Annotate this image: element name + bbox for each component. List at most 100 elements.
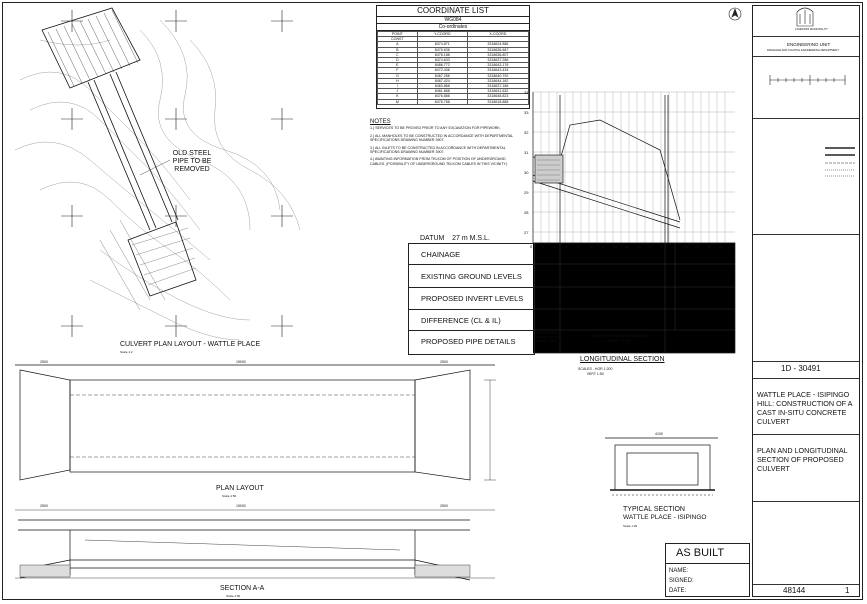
row-invert: PROPOSED INVERT LEVELS xyxy=(409,288,534,310)
notes-heading: NOTES xyxy=(370,119,391,125)
plan-scale: Scale 1:2 xyxy=(120,350,133,354)
long-section-scales: SCALES - HOR 1:200 VERT 1:50 xyxy=(578,367,613,376)
revision-number: 1 xyxy=(845,586,850,595)
chainage-tick-label: 28 xyxy=(695,244,700,249)
elevation-tick-label: 27 xyxy=(524,230,529,235)
chainage-tick-label: 8 xyxy=(577,244,580,249)
elevation-tick-label: 29 xyxy=(524,190,529,195)
coordinate-cell: 3318643.176 xyxy=(466,62,530,69)
as-built-stamp: AS BUILT NAME: SIGNED: DATE: xyxy=(665,543,750,597)
plan-layout-lines xyxy=(15,364,496,481)
project-title: WATTLE PLACE - ISIPINGO HILL: CONSTRUCTI… xyxy=(757,390,853,426)
typical-section-scale: Scale 1:20 xyxy=(623,524,638,528)
section-dim-mid: 15000 xyxy=(236,504,246,508)
row-invert-label: PROPOSED INVERT LEVELS xyxy=(421,294,524,303)
note-item: 2.) ALL MANHOLES TO BE CONSTRUCTED IN AC… xyxy=(370,133,514,143)
chainage-tick-label: 10 xyxy=(589,244,594,249)
engineering-unit: ENGINEERING UNIT xyxy=(787,42,831,47)
coordinate-cell: 3318648.823 xyxy=(466,93,530,100)
chainage-tick-label: 32 xyxy=(718,244,724,249)
section-dim-left: 2500 xyxy=(40,504,48,508)
chainage-tick-label: 12 xyxy=(600,244,606,249)
long-section-title: LONGITUDINAL SECTION xyxy=(580,356,665,363)
hatch-top xyxy=(47,9,139,87)
row-difference-label: DIFFERENCE (CL & IL) xyxy=(421,316,501,325)
coordinate-system: WG084 xyxy=(377,17,529,24)
drawing-title: PLAN AND LONGITUDINAL SECTION OF PROPOSE… xyxy=(757,446,848,473)
row-pipe-details: PROPOSED PIPE DETAILS xyxy=(409,331,534,353)
tb-div-7 xyxy=(753,434,859,435)
legend-lines xyxy=(825,147,855,177)
chainage-tick-label: 22 xyxy=(659,244,665,249)
note-item: 1.) SERVICES TO BE PROVED PRIOR TO ANY E… xyxy=(370,126,501,131)
chainage-tick-label: 0 xyxy=(530,244,533,249)
coordinate-cell: 3318624.886 xyxy=(466,41,530,48)
coordinate-cell: 3318637.186 xyxy=(466,83,530,90)
coordinate-cell: M xyxy=(377,98,418,105)
drawing-number: 48144 xyxy=(783,586,806,595)
coordinate-cell: 3318618.888 xyxy=(466,98,530,105)
elevation-tick-label: 32 xyxy=(524,130,529,135)
elevation-tick-label: 31 xyxy=(524,150,529,155)
tb-div-1 xyxy=(753,36,859,37)
pipe-detail-a: 600mm Ø 3800 CLASS 1 BITUMEN GRADE : 1:1… xyxy=(536,331,563,343)
elevation-tick-label: 33 xyxy=(524,110,529,115)
coordinate-list-title: COORDINATE LIST xyxy=(377,6,529,17)
culvert-plan xyxy=(41,7,197,297)
coordinate-cell: 8476.768 xyxy=(416,98,468,105)
chainage-tick-label: 14 xyxy=(612,244,618,249)
plan-layout-scale: Scale 1:50 xyxy=(222,494,237,498)
as-built-signed: SIGNED: xyxy=(669,578,694,584)
plan-layout-dim-left: 2500 xyxy=(40,360,48,364)
tb-div-9 xyxy=(753,584,859,585)
chainage-tick-label: 24 xyxy=(671,244,677,249)
tb-div-6 xyxy=(753,378,859,379)
coordinate-subtitle: Co-ordinates xyxy=(377,24,529,31)
contract-number: 1D - 30491 xyxy=(781,364,821,373)
long-table-lines xyxy=(533,242,736,354)
coordinate-cell: 3318637.286 xyxy=(466,56,530,64)
elevation-tick-label: 34 xyxy=(524,90,529,95)
row-existing: EXISTING GROUND LEVELS xyxy=(409,265,534,288)
as-built-title: AS BUILT xyxy=(676,547,725,559)
typical-section-lines xyxy=(605,437,718,496)
coordinate-list: COORDINATE LIST WG084 Co-ordinates POINT… xyxy=(376,5,530,109)
contours xyxy=(14,19,301,341)
tb-div-4 xyxy=(753,234,859,235)
section-aa-scale: Scale 1:50 xyxy=(226,594,241,598)
chainage-tick-label: 20 xyxy=(648,244,653,249)
col-x: X-COORD xyxy=(466,30,530,38)
scale-bar xyxy=(769,75,846,85)
typical-section-title: TYPICAL SECTION xyxy=(623,506,685,513)
tb-div-5 xyxy=(753,361,859,362)
plan-title: CULVERT PLAN LAYOUT - WATTLE PLACE xyxy=(120,341,261,348)
row-chainage-label: CHAINAGE xyxy=(421,250,461,259)
tb-div-2 xyxy=(753,56,859,57)
coordinate-cell: 3318636.687 xyxy=(466,46,530,53)
coordinate-cell: 3318631.632 xyxy=(466,88,530,95)
section-aa-lines xyxy=(15,509,495,581)
org-name: eTHEKWINI MUNICIPALITY xyxy=(795,28,828,31)
hatch-bottom xyxy=(99,219,197,311)
long-hatch xyxy=(537,159,560,181)
row-difference: DIFFERENCE (CL & IL) xyxy=(409,310,534,331)
as-built-date: DATE: xyxy=(669,588,687,594)
elevation-tick-label: 28 xyxy=(524,210,529,215)
chainage-tick-label: 18 xyxy=(636,244,641,249)
chainage-tick-label: 2 xyxy=(541,244,545,249)
pipe-detail-b: 300mm Ø 3800 CLASS B BEDDING GRADE : 1:1… xyxy=(590,334,647,343)
as-built-divider xyxy=(666,563,749,564)
